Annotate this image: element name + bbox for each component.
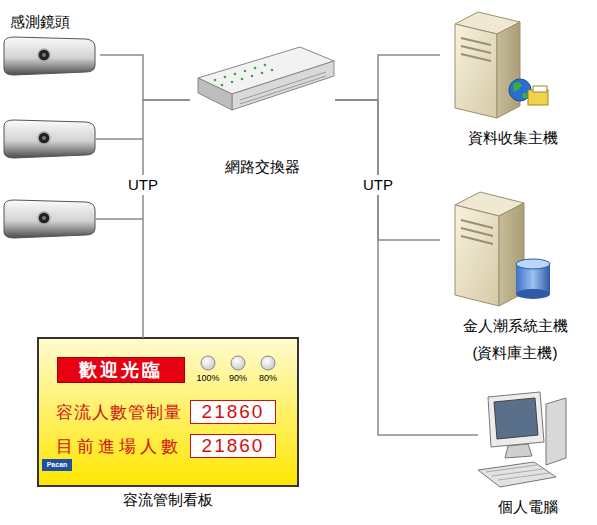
percent-label: 90% <box>223 372 253 384</box>
camera-lens <box>38 212 50 224</box>
board-caption: 容流人數管制量 <box>56 402 191 424</box>
node-label: (資料庫主機) <box>440 343 590 363</box>
database-server <box>455 192 550 306</box>
indicator-lamp <box>201 356 215 370</box>
node-label: Pacan <box>42 459 72 471</box>
drive-bays <box>461 38 491 61</box>
camera-body <box>4 200 95 238</box>
camera-lens <box>38 132 50 144</box>
sensor-camera <box>4 37 95 75</box>
indicator-lamp <box>231 356 245 370</box>
node-label: 21860 <box>191 435 275 457</box>
database-node: 金人潮系統主機 (資料庫主機) <box>440 190 590 365</box>
node-label: 歡迎光臨 <box>58 358 184 382</box>
camera-body <box>4 37 95 75</box>
personal-computer <box>478 392 566 487</box>
switch-front <box>232 61 334 110</box>
utp-cable <box>100 55 190 100</box>
keyboard-keys <box>486 465 549 480</box>
counter-box: 21860 <box>190 434 276 458</box>
cable-label: UTP <box>358 175 398 195</box>
camera-body <box>4 120 95 158</box>
tower-side <box>497 22 520 118</box>
camera-lens-core <box>42 53 46 57</box>
node-label: 金人潮系統主機 <box>440 316 590 336</box>
pc-node: 個人電腦 <box>478 385 578 520</box>
node-label: 21860 <box>191 401 275 423</box>
server-node: 資料收集主機 <box>440 10 585 150</box>
database-top <box>516 259 550 269</box>
welcome-box: 歡迎光臨 <box>57 357 185 383</box>
utp-cable <box>143 100 190 338</box>
node-label: 容流管制看板 <box>38 490 298 510</box>
tower-front <box>455 24 497 118</box>
server-tower <box>455 12 548 118</box>
network-switch <box>198 47 334 110</box>
counter-box: 21860 <box>190 400 276 424</box>
switch-ports <box>240 72 326 104</box>
pc-screen <box>494 398 538 439</box>
utp-cable <box>335 55 440 100</box>
node-label: 資料收集主機 <box>440 128 585 148</box>
pc-keyboard <box>478 462 556 487</box>
percent-label: 100% <box>193 372 223 384</box>
camera-lens <box>38 49 50 61</box>
drive-bays <box>461 220 493 244</box>
switch-node: 網路交換器 <box>190 45 335 175</box>
utp-cable <box>335 100 478 435</box>
database-bottom <box>516 289 550 299</box>
signboard-panel <box>38 338 298 486</box>
camera-group: 感測鏡頭 <box>0 10 100 245</box>
globe-land <box>513 82 527 98</box>
switch-lights <box>214 64 274 87</box>
node-label: 個人電腦 <box>478 497 578 517</box>
folder-paper <box>533 86 547 92</box>
signboard-node: 容流管制看板 歡迎光臨 21860 21860Pacan <box>38 338 298 518</box>
camera-lens-core <box>42 216 46 220</box>
pc-monitor <box>488 392 544 447</box>
camera-lens-core <box>42 136 46 140</box>
node-label: 網路交換器 <box>190 157 335 177</box>
pc-stand <box>505 444 532 458</box>
tower-front <box>455 205 499 306</box>
sensor-camera <box>4 200 95 238</box>
board-caption: 目前進場人數 <box>56 436 191 458</box>
brand-logo: Pacan <box>42 459 72 471</box>
indicator-lamp <box>261 356 275 370</box>
cable-label: UTP <box>123 175 163 195</box>
utp-cable <box>335 100 440 240</box>
node-label: 感測鏡頭 <box>10 12 90 32</box>
percent-label: 80% <box>253 372 283 384</box>
sensor-camera <box>4 120 95 158</box>
pc-tower <box>546 398 566 465</box>
switch-side <box>198 78 232 110</box>
